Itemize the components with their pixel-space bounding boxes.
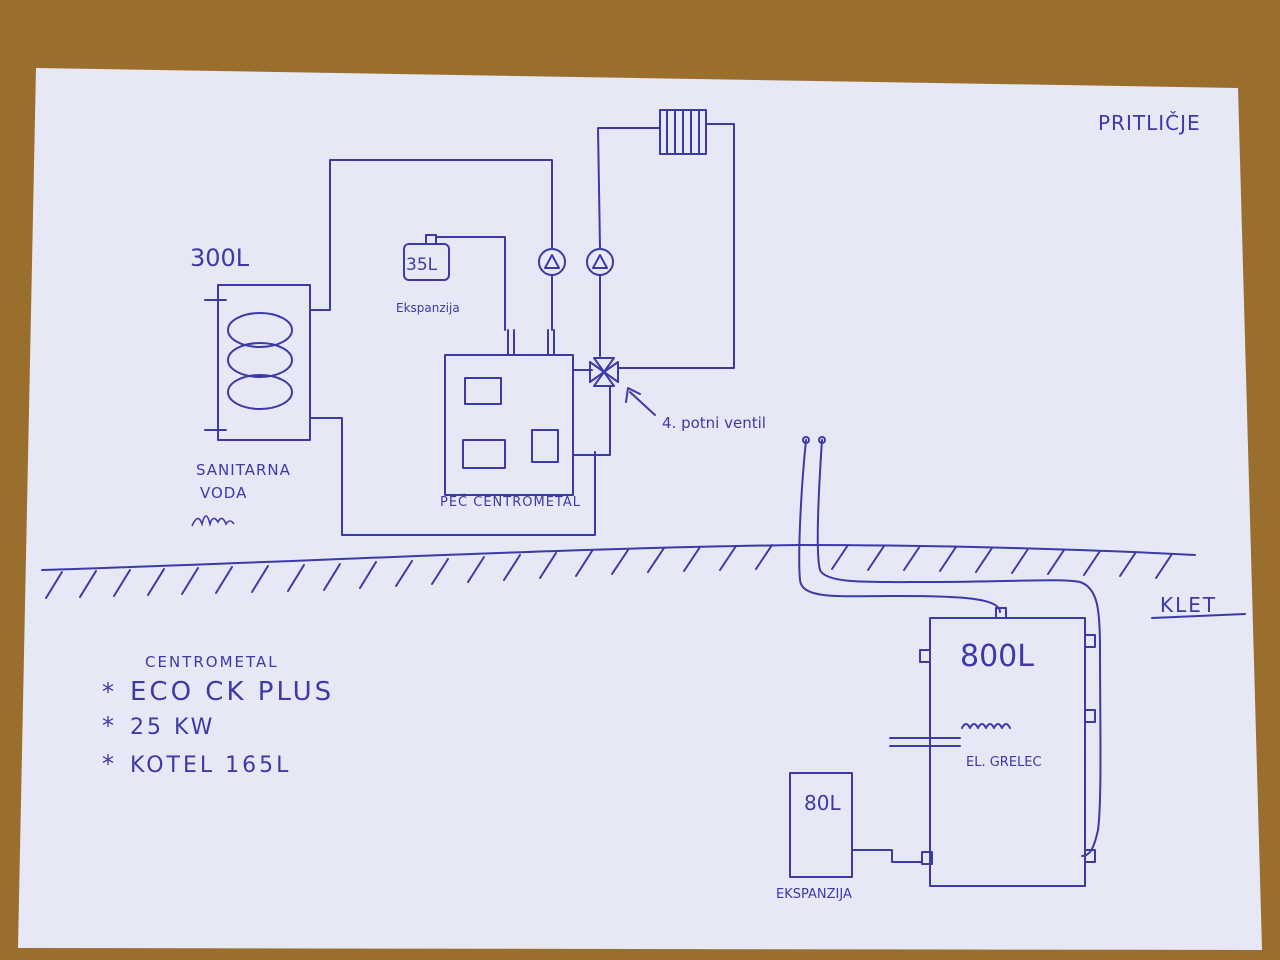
label-floor-ground: PRITLIČJE — [1098, 111, 1201, 135]
boiler-door-bottom-right — [531, 429, 559, 463]
notes-item: ECO CK PLUS — [130, 677, 334, 707]
label-exp-top-name: Ekspanzija — [396, 301, 460, 315]
notes-item: 25 KW — [130, 715, 215, 740]
paper-sheet — [18, 68, 1262, 950]
notes-bullet: * — [102, 678, 114, 706]
ink-drawing — [41, 109, 1246, 887]
label-floor-basement: KLET — [1160, 593, 1217, 617]
boiler-door-bottom-left — [462, 439, 506, 469]
heating-coil-icon — [227, 312, 293, 410]
label-exp-bottom-name: EKSPANZIJA — [776, 887, 852, 902]
pipe-buffer-riser-2 — [816, 439, 1102, 857]
radiator-icon — [659, 109, 707, 155]
sanitary-tank — [217, 284, 311, 441]
notes-bullet: * — [102, 712, 114, 740]
boiler-door-top — [464, 377, 502, 405]
buffer-tank-top-port — [995, 607, 1007, 619]
pipe-end-2 — [818, 436, 826, 444]
buffer-tank-800l — [929, 617, 1086, 887]
buffer-tank-port-left-1 — [919, 649, 931, 663]
pipe-boiler-return — [572, 385, 611, 456]
pump-icon — [538, 248, 566, 276]
pipe-expansion-80l — [851, 849, 923, 863]
pipe-end-1 — [802, 436, 810, 444]
pipe-buffer-riser-1 — [798, 439, 1001, 613]
buffer-tank-port-right-2 — [1084, 709, 1096, 723]
floor-hatching — [45, 544, 1173, 599]
pipe-radiator-return — [617, 123, 735, 369]
buffer-tank-port-left-2 — [921, 851, 933, 865]
spec-notes: CENTROMETAL * ECO CK PLUS * 25 KW * KOTE… — [102, 653, 334, 778]
label-boiler: PEČ CENTROMETAL — [440, 494, 581, 510]
signature-mark — [191, 515, 235, 528]
label-exp-bottom-volume: 80L — [804, 791, 841, 815]
pipe-radiator-supply — [597, 127, 661, 249]
pipe-expansion-35l — [435, 236, 506, 331]
notes-heading: CENTROMETAL — [145, 653, 279, 671]
notes-item: KOTEL 165L — [130, 753, 291, 778]
diagram-labels: PRITLIČJE KLET 300L SANITARNA VODA 35L E… — [190, 111, 1217, 902]
pipe-sanitary-return — [309, 417, 596, 536]
expansion-vessel-80l — [789, 772, 853, 878]
four-way-valve-icon — [589, 357, 619, 387]
label-exp-top-volume: 35L — [406, 255, 438, 275]
label-sanitary-volume: 300L — [190, 244, 250, 272]
heating-coil-icon — [961, 723, 1011, 729]
valve-note-arrow — [629, 391, 656, 416]
basement-label-underline — [1151, 613, 1246, 619]
buffer-tank-port-right-1 — [1084, 634, 1096, 648]
label-valve-note: 4. potni ventil — [662, 414, 766, 432]
expansion-vessel-35l-cap — [425, 234, 437, 245]
label-sanitary-name-1: SANITARNA — [196, 461, 291, 479]
label-buffer-volume: 800L — [960, 639, 1034, 674]
buffer-tank-port-right-3 — [1084, 849, 1096, 863]
pipe-sanitary-supply — [309, 159, 553, 311]
label-heater: EL. GRELEC — [966, 755, 1042, 770]
label-sanitary-name-2: VODA — [200, 484, 247, 502]
notes-bullet: * — [102, 750, 114, 778]
valve-note-arrowhead — [625, 387, 641, 403]
